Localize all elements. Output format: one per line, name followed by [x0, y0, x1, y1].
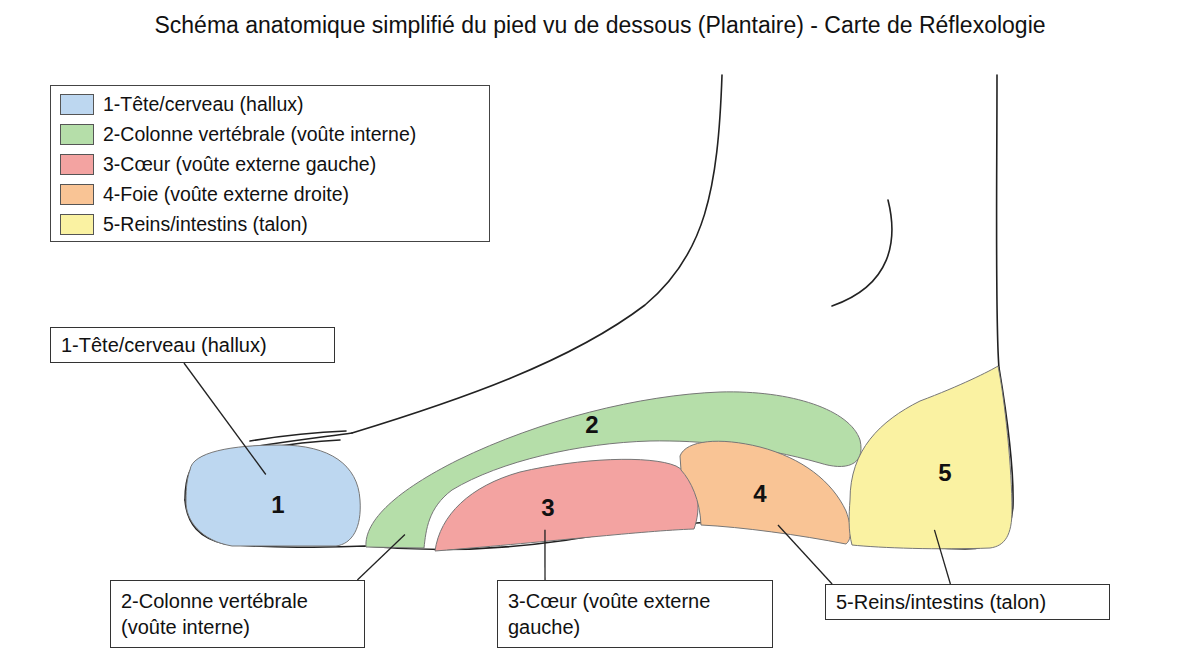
ankle-outline [832, 200, 892, 306]
toe-crease [250, 431, 346, 441]
callout-label: 2-Colonne vertébrale (voûte interne) [121, 588, 356, 640]
callout-label: 1-Tête/cerveau (hallux) [61, 332, 267, 358]
zone-number: 4 [753, 480, 766, 508]
callout-box: 3-Cœur (voûte externe gauche) [497, 580, 773, 648]
legend-label: 4-Foie (voûte externe droite) [103, 183, 349, 206]
zone-number: 2 [585, 411, 598, 439]
zone-fill [680, 441, 851, 544]
zone-fill [435, 459, 698, 551]
reflex-zone: 5 [845, 360, 1017, 553]
zone-number: 5 [938, 459, 951, 487]
leader-line [544, 530, 545, 580]
legend-swatch [60, 124, 94, 145]
legend-swatch [60, 184, 94, 205]
callout-label: 5-Reins/intestins (talon) [836, 589, 1046, 615]
callout-box: 1-Tête/cerveau (hallux) [50, 327, 335, 363]
legend-swatch [60, 154, 94, 175]
reflex-zone: 3 [430, 450, 705, 555]
legend-entry: 4-Foie (voûte externe droite) [60, 182, 349, 206]
legend-label: 2-Colonne vertébrale (voûte interne) [103, 123, 416, 146]
legend-label: 3-Cœur (voûte externe gauche) [103, 153, 376, 176]
legend-box: 1-Tête/cerveau (hallux) 2-Colonne vertébr… [50, 85, 490, 242]
legend-entry: 3-Cœur (voûte externe gauche) [60, 152, 376, 176]
callout-box: 5-Reins/intestins (talon) [825, 584, 1110, 620]
diagram-title: Schéma anatomique simplifié du pied vu d… [0, 12, 1200, 39]
legend-swatch [60, 214, 94, 235]
legend-entry: 1-Tête/cerveau (hallux) [60, 92, 304, 116]
zone-fill [186, 445, 360, 546]
legend-swatch [60, 94, 94, 115]
zone-fill [849, 366, 1012, 549]
legend-label: 5-Reins/intestins (talon) [103, 213, 308, 236]
legend-entry: 2-Colonne vertébrale (voûte interne) [60, 122, 416, 146]
reflex-zone: 1 [183, 443, 363, 548]
leader-line [184, 363, 266, 475]
zone-shape [845, 360, 1017, 553]
callout-label: 3-Cœur (voûte externe gauche) [508, 588, 764, 640]
zone-number: 3 [541, 494, 554, 522]
zone-shape [430, 450, 705, 555]
leader-line [934, 530, 950, 584]
zone-number: 1 [271, 491, 284, 519]
leader-line [357, 535, 405, 580]
callout-box: 2-Colonne vertébrale (voûte interne) [110, 580, 365, 648]
legend-entry: 5-Reins/intestins (talon) [60, 212, 308, 236]
reflex-zone: 4 [675, 433, 855, 548]
legend-label: 1-Tête/cerveau (hallux) [103, 93, 304, 116]
leader-line [778, 525, 832, 584]
